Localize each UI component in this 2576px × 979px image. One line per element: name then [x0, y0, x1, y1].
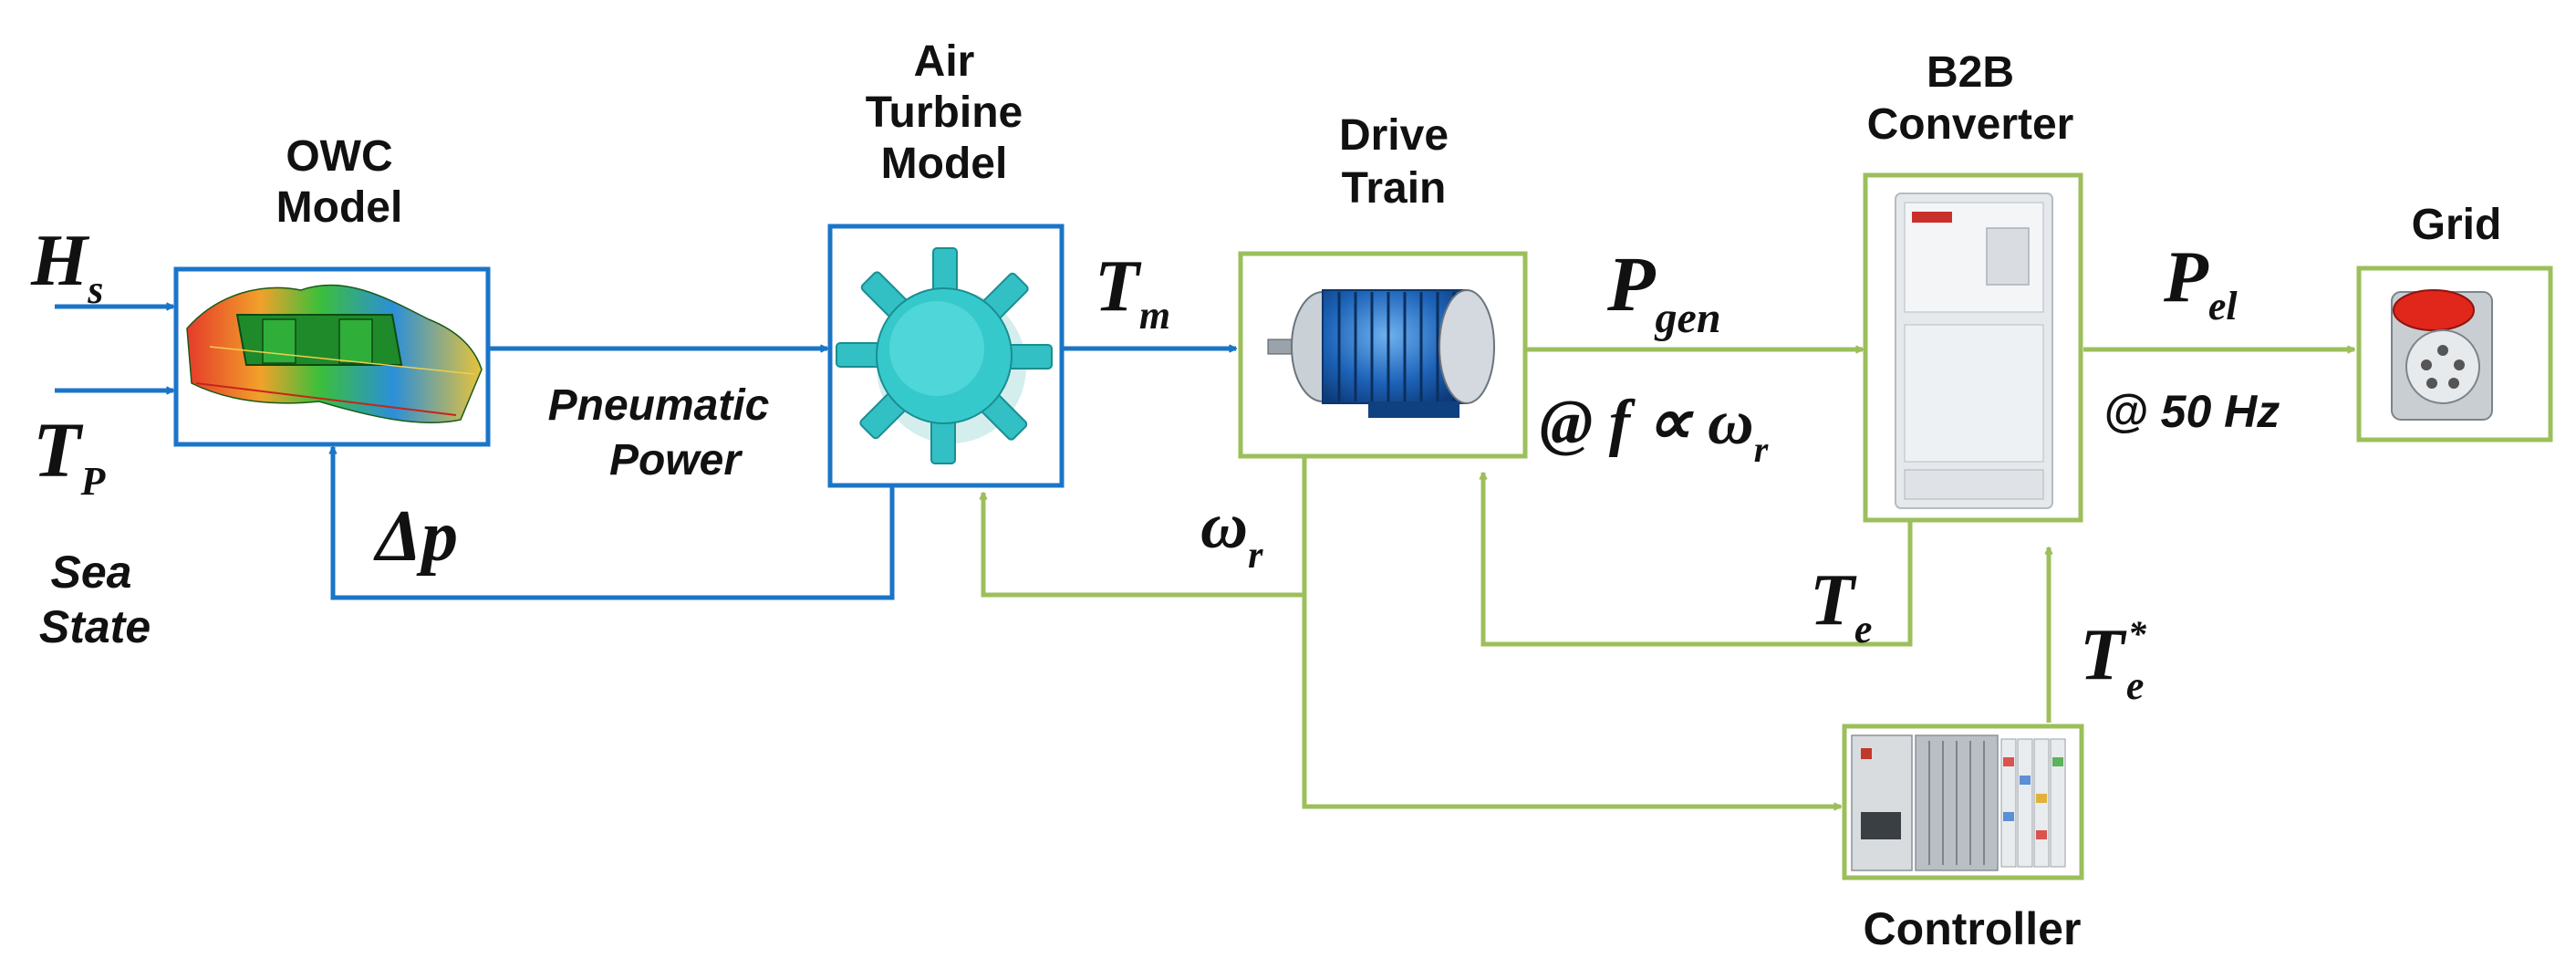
converter-title-line1: B2B — [1927, 48, 2014, 97]
pneumatic-power-line1: Pneumatic — [548, 381, 770, 430]
tp-label: TP — [33, 406, 107, 504]
omega-r-label: ωr — [1200, 489, 1263, 577]
turbine-title-line2: Turbine — [866, 89, 1023, 137]
controller-block: Controller — [1842, 724, 2084, 954]
owc-title-line1: OWC — [286, 132, 392, 181]
electrical-connections — [983, 349, 2354, 807]
te-feedback-arrow — [1483, 473, 1913, 647]
turbine-title-line3: Model — [881, 140, 1008, 188]
controller-title: Controller — [1864, 903, 2082, 954]
pgen-label: Pgen — [1606, 240, 1721, 342]
drive-title-line1: Drive — [1339, 111, 1449, 160]
sea-state-inputs: Hs TP Sea State — [30, 221, 151, 652]
owc-title-line2: Model — [276, 183, 403, 232]
converter-cabinet-image — [1895, 193, 2053, 509]
omega-feedback-arrow — [983, 458, 1307, 598]
omega-to-controller-arrow — [1302, 595, 1841, 807]
grid-socket-image — [2391, 289, 2493, 421]
sea-state-line1: Sea — [51, 547, 132, 598]
grid-block: Grid — [2356, 201, 2553, 443]
delta-p-feedback-arrow — [333, 447, 895, 600]
te-label: Te — [1810, 560, 1872, 651]
frequency-50hz-label: @ 50 Hz — [2103, 386, 2280, 437]
tm-label: Tm — [1095, 246, 1170, 338]
b2b-converter-block: B2B Converter — [1863, 48, 2083, 523]
sea-state-line2: State — [39, 601, 151, 652]
electric-motor-image — [1267, 289, 1495, 418]
turbine-title-line1: Air — [914, 37, 975, 86]
frequency-label: @ f ∝ ωr — [1540, 388, 1769, 470]
turbine-rotor-image — [836, 247, 1053, 464]
te-star-label: T*e — [2080, 613, 2147, 708]
plc-controller-image — [1851, 734, 2066, 871]
drive-title-line2: Train — [1342, 164, 1447, 213]
hs-label: Hs — [30, 221, 103, 312]
air-turbine-block: Air Turbine Model — [827, 37, 1065, 488]
drive-train-block: Drive Train — [1238, 111, 1528, 459]
owc-surface-plot-image — [186, 284, 483, 423]
delta-p-label: Δp — [373, 496, 458, 577]
signal-labels: Pneumatic Power Δp Tm Pgen @ f ∝ ωr ωr T… — [373, 237, 2280, 708]
converter-title-line2: Converter — [1867, 100, 2074, 149]
pneumatic-power-line2: Power — [609, 436, 743, 484]
pel-label: Pel — [2163, 237, 2238, 328]
grid-title: Grid — [2412, 201, 2502, 249]
mechanical-connections — [55, 307, 1236, 600]
owc-model-block: OWC Model — [173, 132, 491, 447]
